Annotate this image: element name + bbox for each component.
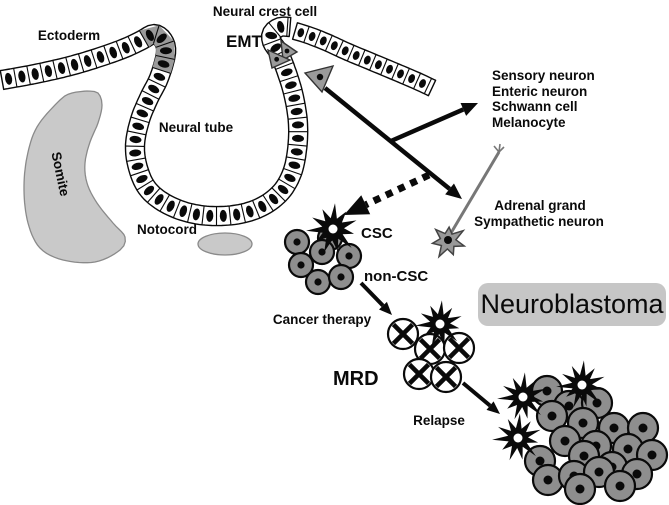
mrd-cluster bbox=[386, 300, 476, 394]
label-sympathetic-neuron: Sympathetic neuron bbox=[474, 214, 604, 229]
notocord-shape bbox=[197, 232, 253, 256]
label-emt: EMT bbox=[226, 32, 263, 51]
cancer-therapy-arrow bbox=[359, 281, 392, 315]
dashed-csc-arrow bbox=[344, 171, 431, 215]
title-neural-crest-cell: Neural crest cell bbox=[213, 4, 317, 19]
neuroblastoma-box bbox=[478, 283, 666, 326]
label-csc: CSC bbox=[361, 225, 393, 242]
fate-arrows bbox=[323, 86, 478, 199]
relapse-tumor-cluster bbox=[492, 360, 669, 505]
label-non-csc: non-CSC bbox=[364, 268, 428, 285]
sympathetic-neuron-drawing bbox=[430, 143, 505, 259]
label-mrd: MRD bbox=[333, 368, 379, 390]
label-sensory-neuron: Sensory neuron bbox=[492, 68, 595, 83]
label-ectoderm: Ectoderm bbox=[38, 28, 100, 43]
csc-noncsc-cluster bbox=[283, 203, 363, 296]
label-enteric-neuron: Enteric neuron bbox=[492, 84, 587, 99]
label-schwann-cell: Schwann cell bbox=[492, 99, 578, 114]
somite-shape bbox=[23, 90, 126, 264]
emt-migrating-cells bbox=[267, 39, 335, 94]
label-melanocyte: Melanocyte bbox=[492, 115, 566, 130]
neural-tube-band bbox=[0, 16, 309, 227]
ectoderm-band-right bbox=[291, 22, 437, 97]
label-notocord: Notocord bbox=[137, 222, 197, 237]
label-neural-tube: Neural tube bbox=[159, 120, 234, 135]
relapse-arrow bbox=[461, 381, 500, 414]
label-neuroblastoma: Neuroblastoma bbox=[480, 289, 664, 319]
label-cancer-therapy: Cancer therapy bbox=[273, 312, 372, 327]
label-adrenal-grand: Adrenal grand bbox=[494, 198, 586, 213]
label-relapse: Relapse bbox=[413, 413, 465, 428]
